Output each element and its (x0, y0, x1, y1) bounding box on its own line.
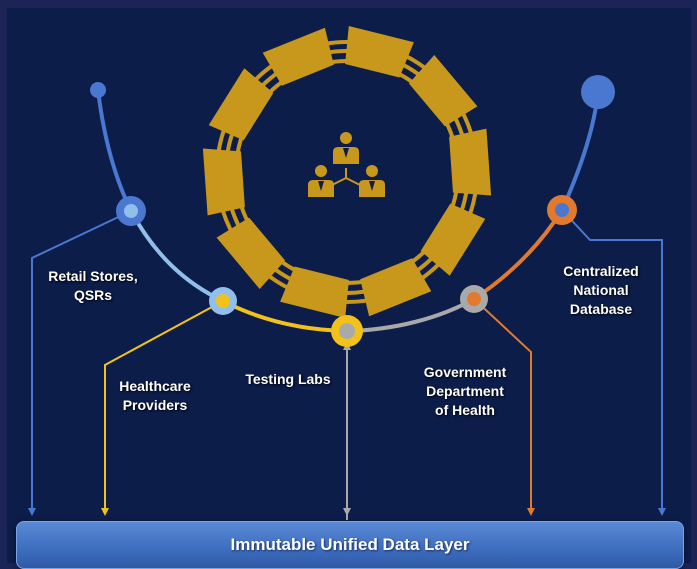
gear-wheel (202, 26, 492, 318)
diagram-background (7, 8, 691, 563)
gear-tooth (202, 148, 245, 216)
gear-tooth (360, 258, 432, 317)
connector-database (561, 209, 666, 516)
connector-retail (28, 210, 132, 516)
gear-tooth (262, 27, 334, 86)
endpoint-node-left (90, 82, 106, 98)
connector-healthcare (101, 300, 224, 516)
network-nodes (90, 75, 615, 347)
gear-teeth (202, 26, 492, 318)
gear-tooth (216, 217, 286, 289)
label-healthcare-providers: Healthcare Providers (119, 378, 191, 413)
gear-tooth (345, 26, 414, 78)
endpoint-node-right (581, 75, 615, 109)
label-centralized-database: Centralized National Database (563, 263, 639, 317)
connectors (28, 209, 666, 520)
label-retail-stores: Retail Stores, QSRs (48, 268, 138, 303)
gear-tooth (449, 128, 492, 196)
data-layer-label: Immutable Unified Data Layer (230, 535, 470, 554)
people-network-icon (308, 132, 385, 197)
gear-tooth (280, 266, 349, 318)
label-government-department: Government Department of Health (423, 364, 507, 418)
data-layer-bar: Immutable Unified Data Layer (16, 521, 684, 569)
curve-segment-top-left (96, 89, 133, 212)
connector-government (473, 298, 535, 516)
gear-tooth (208, 68, 274, 141)
curve-segment-labs (346, 297, 475, 333)
gear-tooth (420, 203, 486, 276)
gear-tooth (408, 55, 478, 127)
curve-segment-top-right (560, 91, 600, 211)
label-testing-labs: Testing Labs (245, 371, 331, 387)
